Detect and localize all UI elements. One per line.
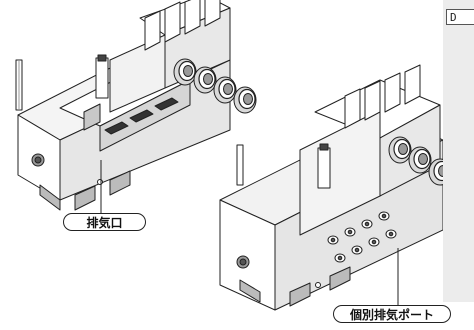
callout-exhaust-port: 排気口: [63, 213, 146, 231]
callout-individual-exhaust-port: 個別排気ポート: [333, 305, 451, 323]
side-panel: [443, 0, 474, 302]
section-tab: D: [446, 9, 474, 25]
manifold-right: [219, 64, 443, 311]
manifold-illustration: [15, 0, 443, 311]
manifold-left: [15, 0, 231, 211]
